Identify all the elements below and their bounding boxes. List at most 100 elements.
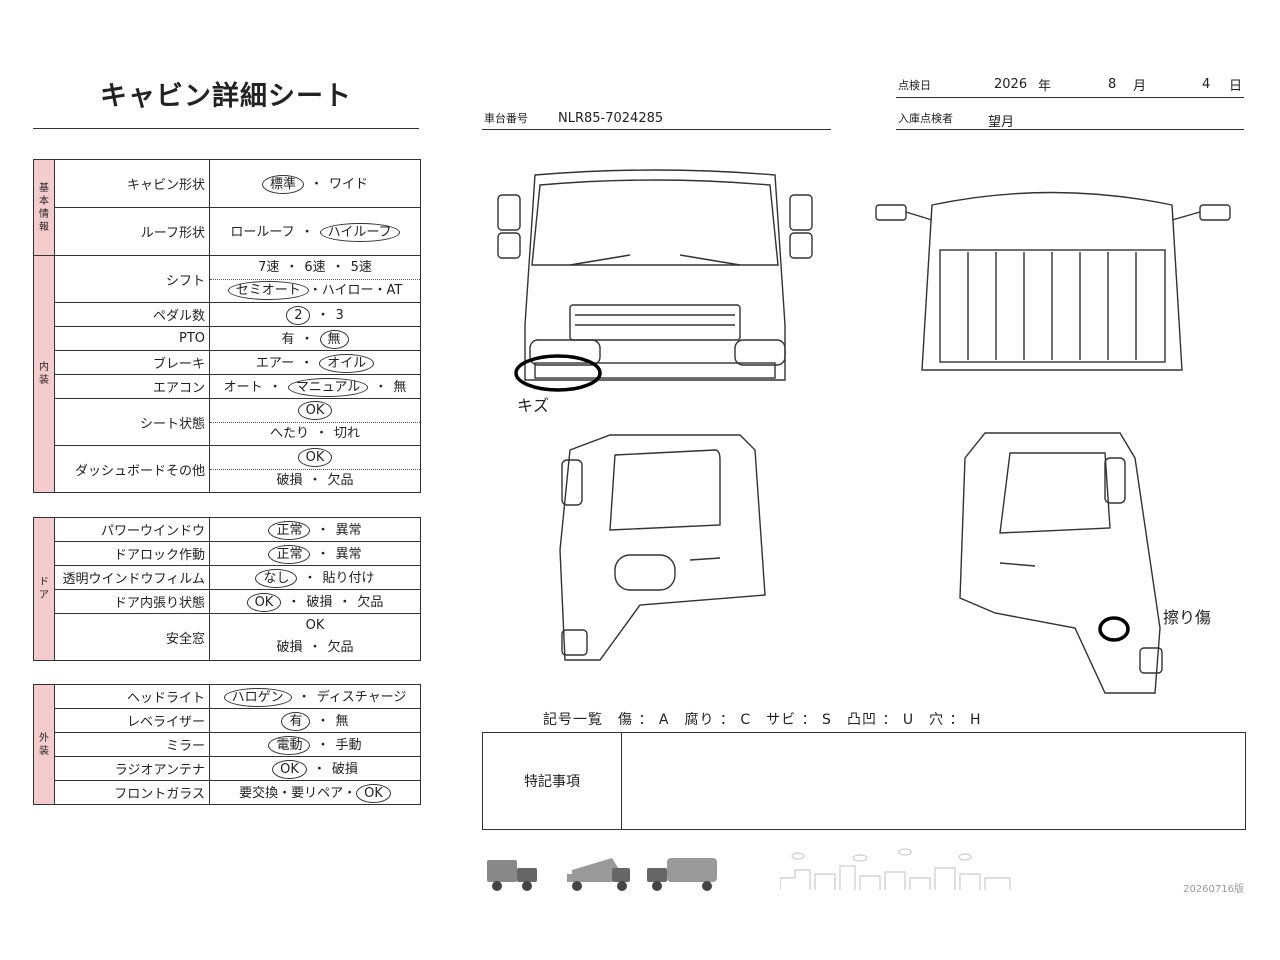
inspection-day[interactable]: 4	[1202, 77, 1211, 92]
option[interactable]: へたり	[269, 425, 309, 441]
option-circled[interactable]: OK	[356, 784, 391, 803]
dump-truck-icon	[567, 858, 630, 891]
roof-shape-options[interactable]: ロールーフ・ハイルーフ	[209, 207, 421, 256]
brake-label: ブレーキ	[54, 350, 210, 375]
pto-options[interactable]: 有・無	[209, 326, 421, 351]
option[interactable]: 異常	[335, 523, 362, 538]
door-lock-options[interactable]: 正常・異常	[209, 541, 421, 566]
special-notes-label: 特記事項	[483, 733, 622, 829]
option[interactable]: 欠品	[327, 472, 354, 488]
seat-condition-label: シート状態	[54, 398, 210, 446]
option[interactable]: 要交換	[239, 786, 279, 801]
option[interactable]: 破損	[306, 595, 333, 610]
option[interactable]: 3	[335, 308, 344, 323]
option[interactable]: 7速	[258, 259, 280, 275]
option-circled[interactable]: 正常	[268, 521, 311, 540]
special-notes-box[interactable]: 特記事項	[482, 732, 1246, 830]
option[interactable]: 異常	[335, 547, 362, 562]
option[interactable]: ロールーフ	[230, 225, 295, 240]
option-circled[interactable]: なし	[255, 569, 298, 588]
option-circled[interactable]: 電動	[268, 736, 311, 755]
inspection-date-label: 点検日	[898, 79, 931, 92]
option[interactable]: 貼り付け	[322, 571, 375, 586]
option-circled[interactable]: 正常	[268, 545, 311, 564]
pedal-count-options[interactable]: 2・3	[209, 302, 421, 327]
option[interactable]: ハイロー・AT	[321, 282, 403, 298]
shift-label: シフト	[54, 255, 210, 303]
cab-rear-diagram	[875, 191, 1231, 371]
option-circled[interactable]: OK	[297, 400, 333, 420]
shift-options[interactable]: 7速・6速・5速 セミオート・ハイロー・AT	[209, 255, 421, 303]
door-trim-options[interactable]: OK・破損・欠品	[209, 589, 421, 614]
option[interactable]: エアー	[255, 356, 295, 371]
year-unit: 年	[1038, 79, 1052, 94]
option[interactable]: ワイド	[329, 177, 369, 192]
option[interactable]: 無	[393, 380, 407, 395]
option[interactable]: 要リペア	[291, 786, 344, 801]
sheet-title: キャビン詳細シート	[100, 81, 352, 112]
safety-window-label: 安全窓	[54, 613, 210, 661]
option-circled[interactable]: ハイルーフ	[319, 223, 400, 242]
option[interactable]: 無	[335, 714, 349, 729]
pto-label: PTO	[54, 326, 210, 351]
cityscape-icon	[780, 848, 1011, 890]
month-unit: 月	[1133, 79, 1147, 94]
option[interactable]: 破損	[276, 640, 303, 655]
brake-options[interactable]: エアー・オイル	[209, 350, 421, 375]
door-table: ドア パワーウインドウ 正常・異常 ドアロック作動 正常・異常 透明ウインドウフ…	[33, 517, 421, 661]
cab-right-side-diagram	[959, 432, 1163, 694]
option-circled[interactable]: セミオート	[227, 280, 309, 300]
option[interactable]: 欠品	[357, 595, 384, 610]
power-window-options[interactable]: 正常・異常	[209, 517, 421, 542]
option[interactable]: OK	[305, 618, 325, 633]
door-trim-label: ドア内張り状態	[54, 589, 210, 614]
option-circled[interactable]: 無	[319, 330, 349, 349]
option[interactable]: 破損	[331, 762, 358, 777]
option-circled[interactable]: OK	[297, 447, 333, 467]
annotation-right-damage: 擦り傷	[1163, 608, 1212, 627]
option[interactable]: 切れ	[334, 425, 361, 441]
option-circled[interactable]: OK	[246, 593, 282, 612]
option[interactable]: 手動	[335, 738, 362, 753]
headlight-label: ヘッドライト	[54, 684, 210, 709]
option-circled[interactable]: 2	[286, 306, 311, 325]
window-film-options[interactable]: なし・貼り付け	[209, 565, 421, 590]
option[interactable]: 破損	[276, 472, 303, 488]
option[interactable]: 6速	[304, 259, 326, 275]
damage-mark-right	[1098, 616, 1130, 642]
cabin-shape-options[interactable]: 標準・ワイド	[209, 159, 421, 208]
antenna-label: ラジオアンテナ	[54, 756, 210, 781]
mirror-label: ミラー	[54, 732, 210, 757]
option-circled[interactable]: ハロゲン	[223, 688, 292, 707]
inspector-label: 入庫点検者	[898, 112, 953, 125]
symbol-legend: 記号一覧 傷 ： A 腐り ： C サビ ： S 凸凹 ： U 穴 ： H	[543, 712, 982, 728]
option[interactable]: 5速	[350, 259, 372, 275]
leveler-options[interactable]: 有・無	[209, 708, 421, 733]
option-circled[interactable]: マニュアル	[287, 378, 369, 397]
cab-front-diagram	[497, 169, 813, 381]
safety-window-options[interactable]: OK 破損・欠品	[209, 613, 421, 661]
aircon-options[interactable]: オート・マニュアル・無	[209, 374, 421, 399]
option[interactable]: 欠品	[327, 640, 354, 655]
garbage-truck-icon	[647, 858, 717, 891]
option[interactable]: 有	[281, 332, 295, 347]
cab-left-side-diagram	[559, 434, 766, 661]
inspection-month[interactable]: 8	[1108, 77, 1117, 92]
antenna-options[interactable]: OK・破損	[209, 756, 421, 781]
headlight-options[interactable]: ハロゲン・ディスチャージ	[209, 684, 421, 709]
option-circled[interactable]: OK	[272, 760, 307, 779]
option[interactable]: ディスチャージ	[316, 690, 407, 705]
category-exterior: 外装	[33, 684, 55, 805]
option-circled[interactable]: オイル	[319, 354, 375, 373]
inspector-name[interactable]: 望月	[988, 115, 1015, 130]
chassis-number-value[interactable]: NLR85-7024285	[558, 111, 664, 126]
option-circled[interactable]: 標準	[261, 175, 304, 194]
windshield-options[interactable]: 要交換・要リペア・OK	[209, 780, 421, 805]
dashboard-options[interactable]: OK 破損・欠品	[209, 445, 421, 493]
seat-condition-options[interactable]: OK へたり・切れ	[209, 398, 421, 446]
mirror-options[interactable]: 電動・手動	[209, 732, 421, 757]
basic-interior-table: 基本情報 キャビン形状 標準・ワイド ルーフ形状 ロールーフ・ハイルーフ 内装 …	[33, 159, 421, 493]
option[interactable]: オート	[223, 380, 263, 395]
inspection-year[interactable]: 2026	[994, 77, 1028, 92]
option-circled[interactable]: 有	[281, 712, 311, 731]
